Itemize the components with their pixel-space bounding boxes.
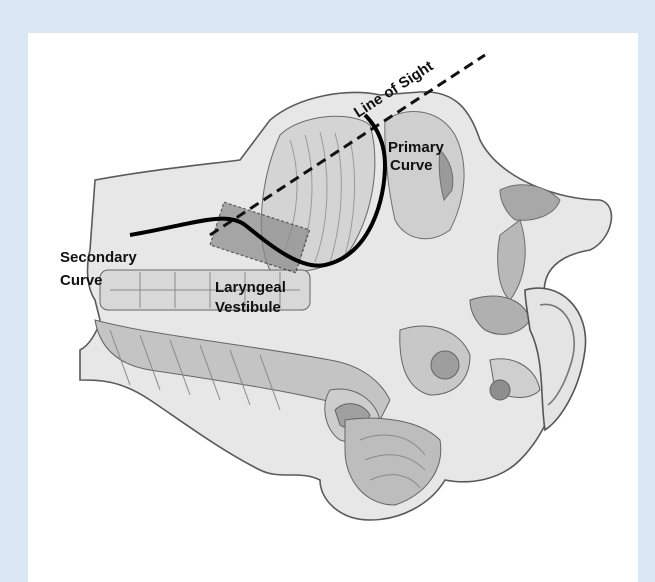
label-primary-curve: Primary	[388, 139, 445, 156]
label-laryngeal-vestibule-2: Vestibule	[215, 299, 281, 316]
label-secondary-curve: Secondary	[60, 249, 137, 266]
label-secondary-curve-2: Curve	[60, 272, 103, 289]
label-laryngeal-vestibule: Laryngeal	[215, 279, 286, 296]
label-primary-curve-2: Curve	[390, 157, 433, 174]
